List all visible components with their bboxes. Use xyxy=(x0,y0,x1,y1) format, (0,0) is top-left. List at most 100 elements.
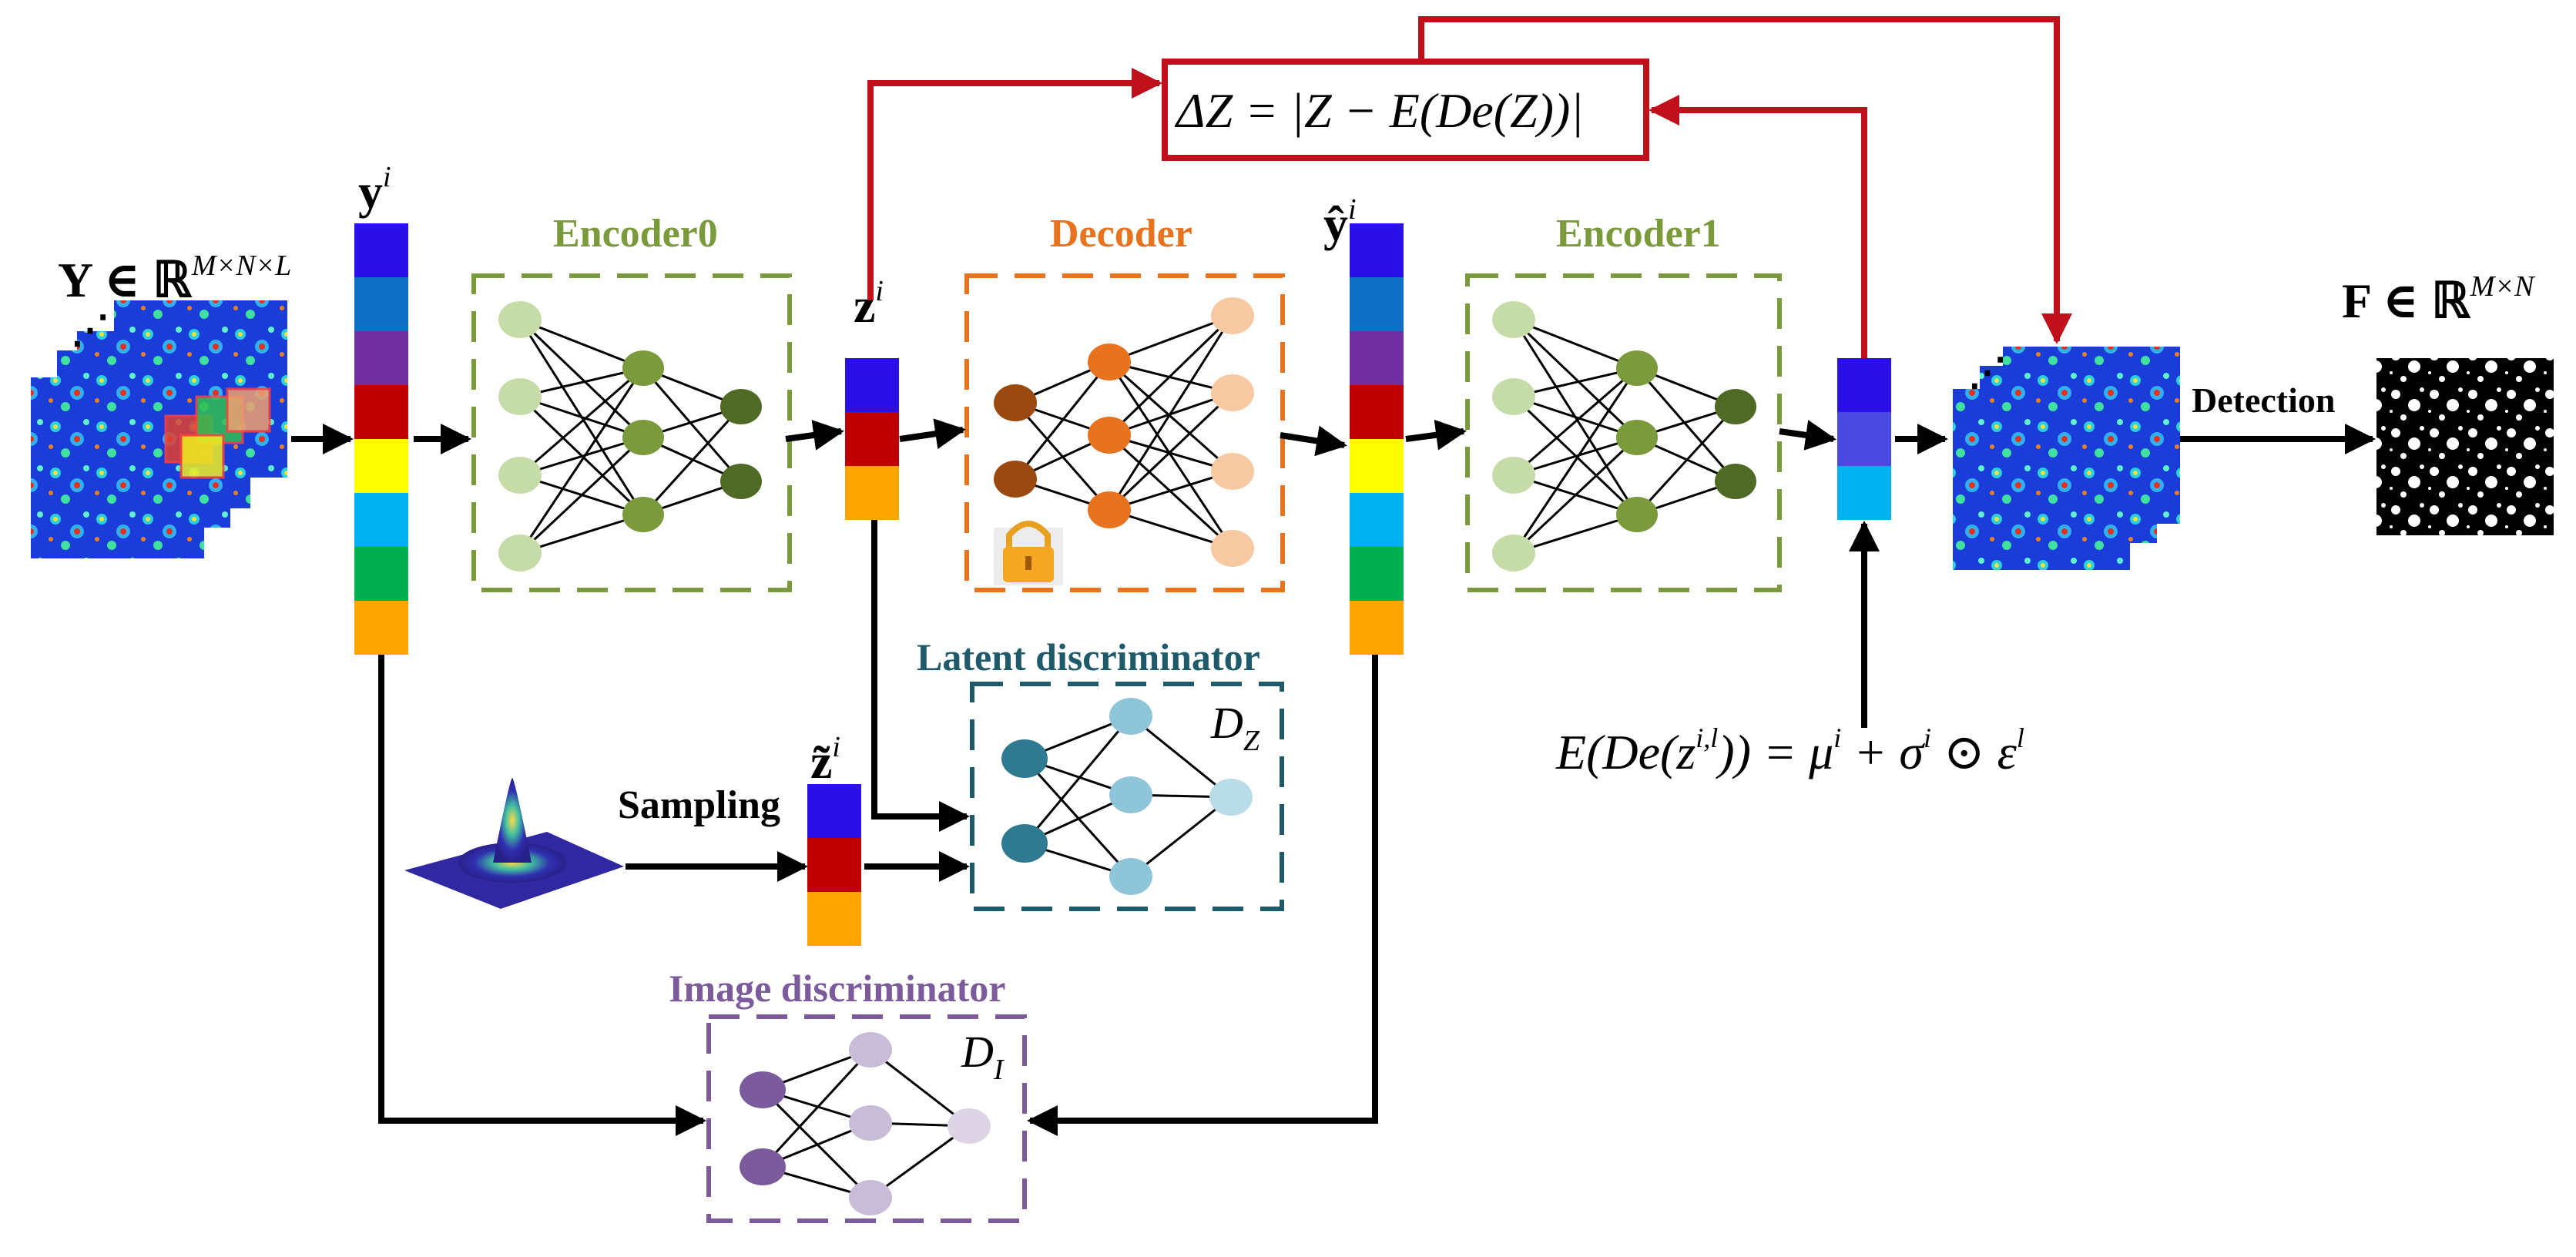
encoder1-edge xyxy=(1513,395,1638,439)
latent-disc-node xyxy=(1109,776,1152,813)
image-disc-edge xyxy=(870,1125,970,1199)
encoder1-node xyxy=(1492,301,1535,338)
latent-disc-node xyxy=(1001,824,1048,863)
arrow-delta-to-maps xyxy=(1418,16,2072,344)
encoder1-node xyxy=(1492,457,1535,494)
encoder0-edge xyxy=(519,436,644,477)
arrow-yhat-to-encoder1 xyxy=(1405,419,1467,451)
latent-disc-edge xyxy=(1023,757,1132,878)
encoder1-node xyxy=(1616,497,1658,532)
image-disc-node xyxy=(948,1108,991,1144)
z-i-vector xyxy=(845,358,899,520)
latent-disc-node xyxy=(1209,779,1253,816)
y-i-cell xyxy=(354,385,408,439)
encoder0-node xyxy=(720,464,762,499)
lock-icon xyxy=(994,521,1063,585)
decoder-edge xyxy=(1109,314,1233,364)
decoder-node xyxy=(1211,453,1254,490)
decoder-edge xyxy=(1109,434,1233,473)
y-hat-i-cell xyxy=(1350,385,1404,439)
decoder-node xyxy=(1211,297,1254,334)
decoder-node xyxy=(994,461,1037,498)
encoder1-box xyxy=(1465,273,1782,592)
decoder-node xyxy=(1211,530,1254,567)
z-tilde-i-cell xyxy=(807,784,861,838)
gaussian-distribution-icon xyxy=(404,778,624,909)
delta-z-formula: ΔZ = |Z − E(De(Z))| xyxy=(1174,83,1584,138)
latent-disc-title: Latent discriminator xyxy=(917,635,1260,679)
sampling-label: Sampling xyxy=(618,783,780,827)
decoder-edge xyxy=(1108,314,1234,437)
decoder-node xyxy=(1088,491,1131,528)
encoder0-edge xyxy=(518,436,645,555)
encoder1-title: Encoder1 xyxy=(1556,212,1721,256)
latent-disc-edge xyxy=(1023,716,1132,844)
z-i-cell xyxy=(845,412,899,466)
decoder-node xyxy=(994,384,1037,421)
encoder1-node xyxy=(1492,378,1535,415)
decoder-box xyxy=(964,273,1285,592)
latent-disc-network xyxy=(1001,698,1253,895)
arrow-decoder-to-yhat xyxy=(1280,425,1347,457)
encoder0-edge xyxy=(519,395,644,439)
y-i-cell xyxy=(354,277,408,331)
encoder1-node xyxy=(1492,535,1535,572)
arrow-encoder1-to-delta xyxy=(1649,95,1867,358)
encoder0-network xyxy=(498,301,762,572)
encoder0-edge xyxy=(642,367,743,482)
encoder0-node xyxy=(498,457,542,494)
z-i-cell xyxy=(845,358,899,412)
z-tilde-i-label: z̃i xyxy=(810,731,840,789)
y-i-cell xyxy=(354,601,408,655)
latent-disc-edge xyxy=(1130,715,1232,799)
latent-disc-node xyxy=(1109,698,1152,735)
decoder-edge xyxy=(1014,361,1111,480)
arrow-encoder0-to-z xyxy=(785,420,844,451)
encoder0-edge xyxy=(519,367,644,477)
encoder1-node xyxy=(1715,389,1756,424)
encoder1-edge xyxy=(1635,405,1737,516)
y-i-label: yi xyxy=(358,161,391,219)
encoder0-node xyxy=(498,535,542,572)
image-disc-title: Image discriminator xyxy=(669,967,1005,1010)
decoder-node xyxy=(1211,374,1254,411)
arrow-yhat-to-image-disc xyxy=(1027,655,1378,1136)
encoder1-edge xyxy=(1635,367,1737,482)
y-hat-i-cell xyxy=(1350,439,1404,493)
latent-disc-node xyxy=(1109,858,1152,895)
decoder-edge xyxy=(1109,508,1233,550)
arrow-z-to-decoder xyxy=(899,418,966,450)
y-i-cell xyxy=(354,223,408,277)
image-disc-node xyxy=(740,1148,786,1185)
image-disc-edge xyxy=(870,1048,970,1128)
decoder-node xyxy=(1088,344,1131,380)
z-i-cell xyxy=(845,466,899,520)
data-flow-arrows xyxy=(291,418,2376,1136)
encoded-output-cell xyxy=(1837,358,1891,412)
decoder-title: Decoder xyxy=(1050,212,1192,256)
encoder1-edge xyxy=(1513,367,1638,477)
y-i-cell xyxy=(354,331,408,385)
image-disc-node xyxy=(849,1105,892,1141)
encoder0-node xyxy=(622,497,664,532)
z-tilde-i-cell xyxy=(807,838,861,892)
detection-map xyxy=(2376,358,2554,535)
arrow-y-to-image-disc xyxy=(378,655,706,1136)
decoder-edge xyxy=(1109,470,1233,511)
delta-z-box xyxy=(1162,59,1649,161)
encoder0-node xyxy=(498,301,542,338)
decoder-edge xyxy=(1108,391,1234,511)
y-hat-i-cell xyxy=(1350,223,1404,277)
y-i-cell xyxy=(354,493,408,547)
y-hat-i-cell xyxy=(1350,493,1404,547)
encoder1-edge xyxy=(1512,367,1639,554)
y-i-cell xyxy=(354,439,408,493)
feedback-arrows xyxy=(867,16,2072,358)
z-tilde-i-cell xyxy=(807,892,861,946)
arrow-encoder1-to-out xyxy=(1779,420,1836,451)
encoder0-node xyxy=(622,420,664,455)
encoder0-box xyxy=(471,273,792,592)
input-tensor-stack: ⋰ xyxy=(31,300,287,558)
y-hat-i-cell xyxy=(1350,331,1404,385)
